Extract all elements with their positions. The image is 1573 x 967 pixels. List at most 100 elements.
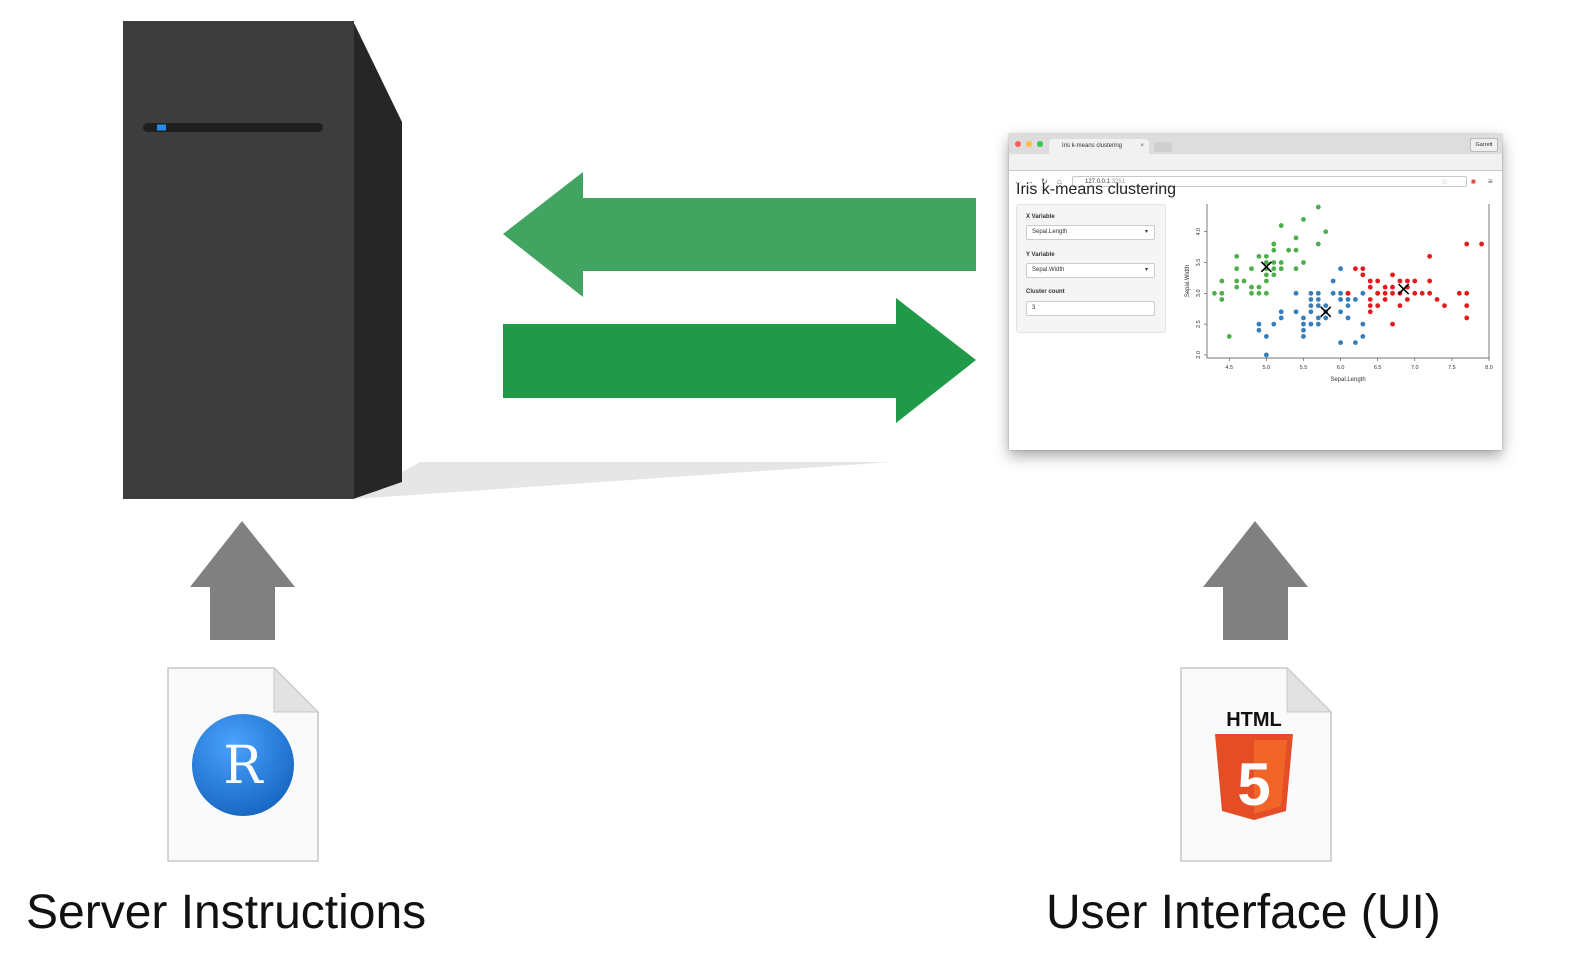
data-point — [1256, 327, 1262, 333]
y-tick-label: 2.5 — [1196, 320, 1202, 328]
data-point — [1315, 315, 1321, 321]
data-point — [1419, 290, 1425, 296]
data-point — [1315, 303, 1321, 309]
new-tab-button[interactable] — [1154, 142, 1172, 152]
data-point — [1412, 278, 1418, 284]
data-point — [1315, 241, 1321, 247]
data-point — [1271, 272, 1277, 278]
y-tick-label: 3.0 — [1196, 289, 1202, 297]
data-point — [1382, 290, 1388, 296]
r-logo-icon — [192, 714, 294, 816]
data-point — [1353, 297, 1358, 302]
forward-icon[interactable]: → — [1026, 177, 1034, 186]
back-icon[interactable]: ← — [1014, 177, 1022, 186]
data-point — [1234, 253, 1240, 259]
tab-close-icon[interactable]: × — [1140, 143, 1144, 149]
data-point — [1345, 297, 1351, 302]
data-point — [1353, 340, 1358, 345]
data-point — [1375, 278, 1381, 284]
data-point — [1249, 266, 1254, 272]
url-host: 127.0.0.1 — [1085, 179, 1111, 185]
data-point — [1301, 327, 1306, 333]
data-point — [1464, 315, 1470, 321]
data-point — [1360, 334, 1366, 339]
profile-button[interactable]: Garrett — [1470, 138, 1498, 152]
extension-icon[interactable]: ■ — [1471, 177, 1476, 186]
x-tick-label: 7.0 — [1411, 365, 1419, 371]
data-point — [1278, 315, 1284, 321]
y-variable-value: Sepal.Width — [1032, 267, 1065, 273]
response-arrow-right — [503, 298, 976, 423]
data-point — [1263, 260, 1269, 265]
server-caption: Server Instructions — [26, 886, 427, 939]
data-point — [1219, 278, 1225, 284]
data-point — [1241, 278, 1247, 284]
data-point — [1256, 290, 1262, 296]
data-point — [1219, 297, 1225, 302]
cluster-count-input[interactable]: 3 — [1026, 301, 1155, 316]
control-panel: X Variable Sepal.Length ▾ Y Variable Sep… — [1016, 204, 1166, 333]
minimize-window-icon[interactable] — [1026, 141, 1032, 147]
data-point — [1234, 266, 1240, 272]
data-point — [1315, 204, 1321, 210]
address-bar[interactable]: 127.0.0.1:3251 — [1072, 176, 1467, 187]
html5-document-icon: HTML 5 — [1180, 666, 1333, 862]
data-point — [1308, 303, 1314, 309]
data-point — [1464, 290, 1470, 296]
x-tick-label: 5.5 — [1300, 365, 1308, 371]
data-point — [1315, 321, 1321, 327]
url-port: :3251 — [1110, 179, 1126, 185]
chevron-down-icon: ▾ — [1144, 229, 1148, 235]
data-point — [1375, 290, 1381, 296]
maximize-window-icon[interactable] — [1037, 141, 1043, 147]
x-variable-select[interactable]: Sepal.Length ▾ — [1026, 225, 1155, 240]
x-variable-label: X Variable — [1026, 214, 1055, 220]
data-point — [1308, 297, 1314, 302]
html5-number: 5 — [1237, 751, 1270, 818]
cluster-center-marker — [1320, 306, 1332, 318]
y-tick-label: 3.5 — [1196, 259, 1202, 267]
ui-caption: User Interface (UI) — [1046, 886, 1441, 939]
data-point — [1256, 321, 1262, 327]
data-point — [1375, 303, 1381, 309]
home-icon[interactable]: ⌂ — [1057, 177, 1062, 186]
data-point — [1271, 260, 1277, 265]
data-point — [1360, 321, 1366, 327]
data-point — [1234, 284, 1240, 290]
data-point — [1271, 321, 1277, 327]
data-point — [1301, 260, 1306, 265]
data-point — [1456, 290, 1462, 296]
close-window-icon[interactable] — [1015, 141, 1021, 147]
data-point — [1397, 303, 1403, 309]
data-point — [1360, 266, 1366, 272]
r-logo-letter: R — [223, 736, 264, 796]
data-point — [1293, 247, 1299, 253]
cluster-count-label: Cluster count — [1026, 289, 1065, 295]
data-point — [1345, 303, 1351, 309]
data-point — [1412, 290, 1418, 296]
data-point — [1360, 272, 1366, 278]
chevron-down-icon: ▾ — [1144, 267, 1148, 273]
data-point — [1367, 278, 1373, 284]
data-point — [1367, 284, 1373, 290]
bookmark-star-icon[interactable]: ☆ — [1441, 177, 1449, 186]
data-point — [1345, 315, 1351, 321]
reload-icon[interactable]: ↻ — [1041, 177, 1048, 186]
data-point — [1382, 284, 1388, 290]
browser-tab[interactable]: Iris k-means clustering × — [1049, 139, 1149, 154]
data-point — [1293, 235, 1299, 241]
data-point — [1226, 334, 1232, 339]
menu-icon[interactable]: ≡ — [1488, 177, 1493, 186]
tab-title: Iris k-means clustering — [1062, 143, 1123, 149]
data-point — [1390, 290, 1395, 296]
data-point — [1249, 290, 1254, 296]
data-point — [1479, 241, 1484, 247]
data-point — [1293, 266, 1299, 272]
data-point — [1293, 309, 1299, 315]
data-point — [1338, 309, 1343, 315]
data-point — [1464, 241, 1470, 247]
y-variable-select[interactable]: Sepal.Width ▾ — [1026, 263, 1155, 278]
data-point — [1323, 229, 1329, 235]
